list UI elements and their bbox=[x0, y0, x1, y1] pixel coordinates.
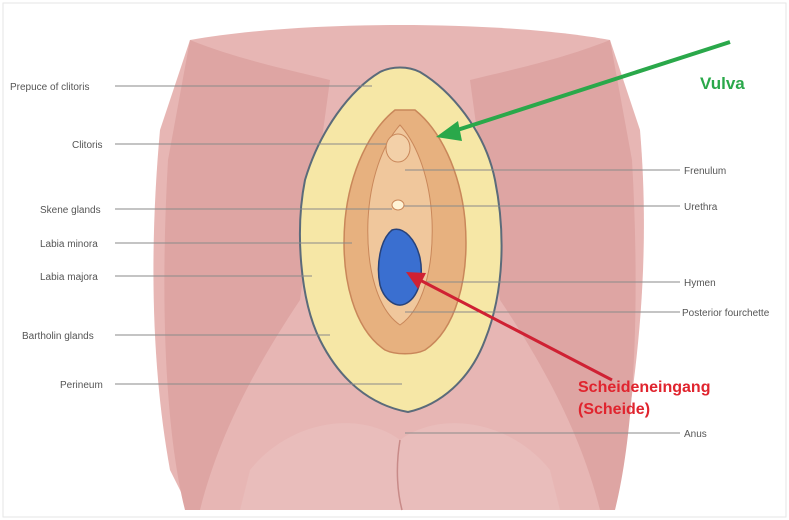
label-labia-majora: Labia majora bbox=[40, 272, 98, 283]
callout-scheide: (Scheide) bbox=[578, 401, 650, 418]
label-clitoris: Clitoris bbox=[72, 140, 103, 151]
label-bartholin-glands: Bartholin glands bbox=[22, 331, 94, 342]
callout-vulva: Vulva bbox=[700, 74, 745, 93]
label-perineum: Perineum bbox=[60, 380, 103, 391]
label-anus: Anus bbox=[684, 429, 707, 440]
label-frenulum: Frenulum bbox=[684, 166, 726, 177]
callout-scheideneingang: Scheideneingang bbox=[578, 379, 710, 396]
label-urethra: Urethra bbox=[684, 202, 718, 213]
label-posterior-fourchette: Posterior fourchette bbox=[682, 308, 770, 319]
label-labia-minora: Labia minora bbox=[40, 239, 98, 250]
label-hymen: Hymen bbox=[684, 278, 716, 289]
label-prepuce-of-clitoris: Prepuce of clitoris bbox=[10, 82, 89, 93]
label-skene-glands: Skene glands bbox=[40, 205, 101, 216]
